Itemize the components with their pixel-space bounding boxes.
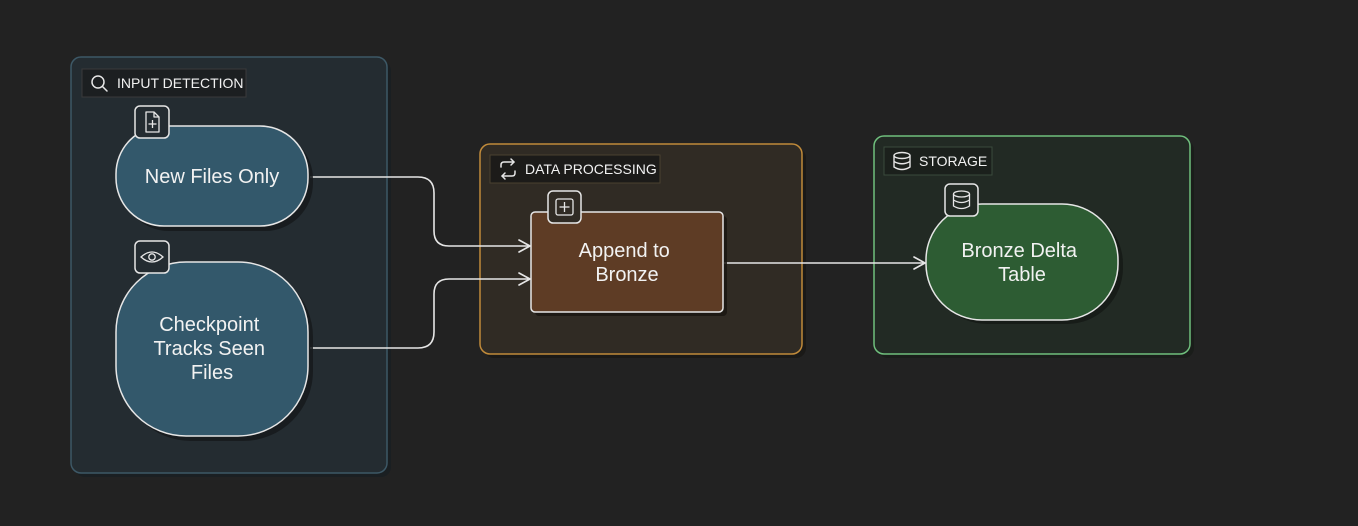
input-group-label-badge: INPUT DETECTION	[81, 68, 247, 98]
node-bronze-table-label: Bronze Delta Table	[961, 240, 1082, 286]
node-checkpoint-tracks-seen-files[interactable]: Checkpoint Tracks Seen Files	[115, 240, 313, 441]
node-new-files-label: New Files Only	[145, 166, 279, 188]
database-icon	[944, 183, 979, 217]
edge-new-files-to-append	[310, 176, 531, 253]
processing-group-label-badge: DATA PROCESSING	[489, 154, 661, 184]
edges	[310, 176, 926, 349]
node-append-to-bronze[interactable]: Append to Bronze	[530, 190, 727, 316]
processing-group-label: DATA PROCESSING	[525, 161, 657, 177]
plus-square-icon	[547, 190, 582, 224]
node-new-files-only[interactable]: New Files Only	[115, 105, 313, 231]
database-icon	[893, 151, 911, 171]
search-icon	[91, 75, 108, 92]
edge-checkpoint-to-append	[310, 272, 531, 349]
node-bronze-delta-table[interactable]: Bronze Delta Table	[925, 183, 1123, 324]
storage-group-label-badge: STORAGE	[883, 146, 993, 176]
file-plus-icon	[134, 105, 170, 139]
eye-icon	[134, 240, 170, 274]
refresh-icon	[500, 158, 516, 180]
node-checkpoint-label: Checkpoint Tracks Seen Files	[153, 314, 270, 384]
input-group-label: INPUT DETECTION	[117, 75, 244, 91]
node-append-label: Append to Bronze	[579, 240, 676, 286]
storage-group-label: STORAGE	[919, 153, 987, 169]
